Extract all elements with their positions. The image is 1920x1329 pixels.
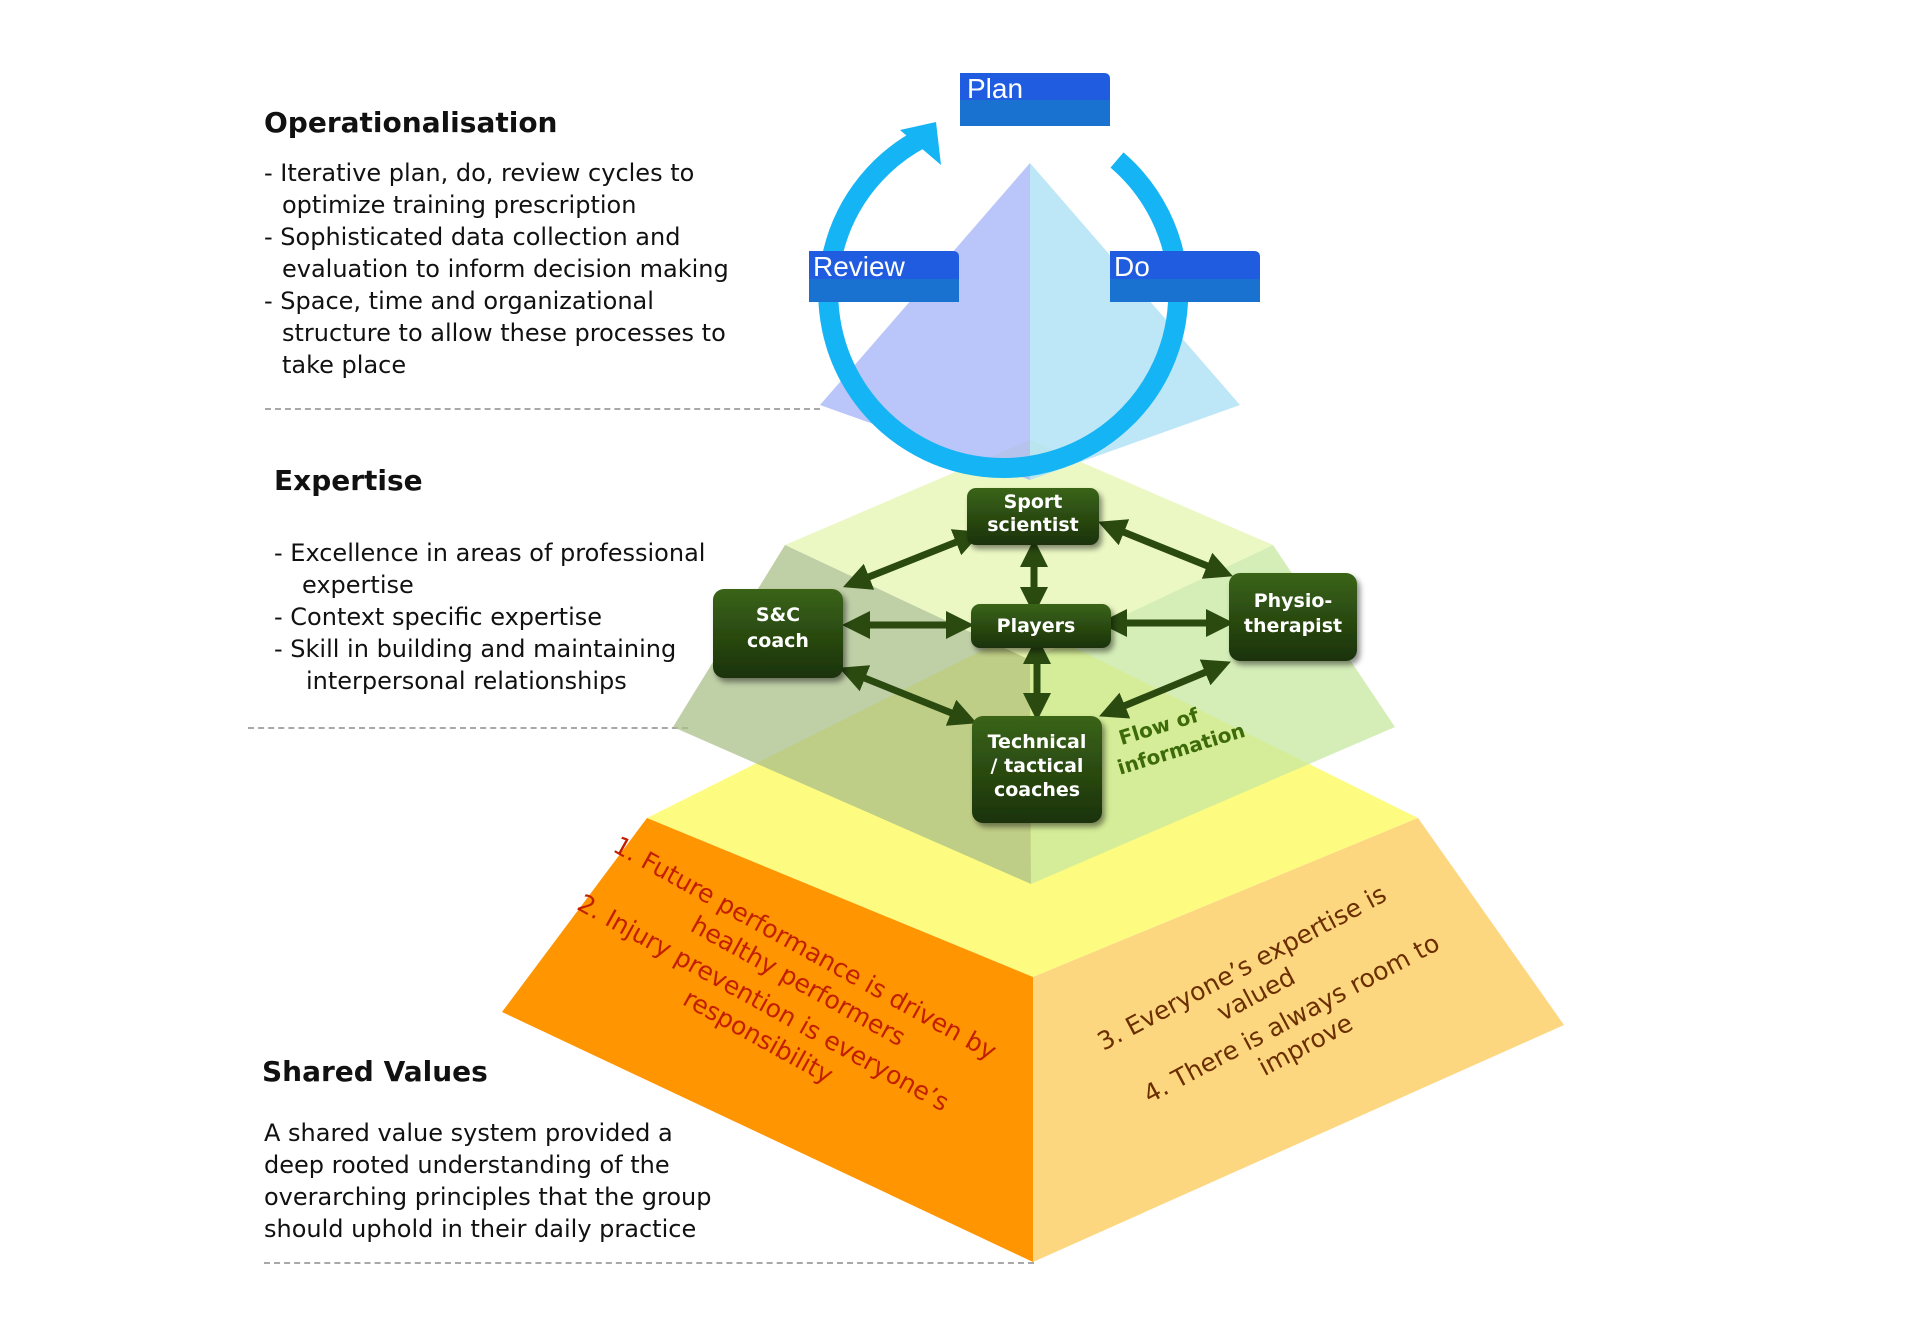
node-players — [971, 604, 1111, 648]
node-technical — [972, 716, 1102, 823]
technical-label-line1: Technical — [988, 731, 1087, 753]
node-labels: Sport scientist Players S&C coach Physio… — [747, 491, 1342, 801]
review-label: Review — [813, 251, 906, 282]
expertise-title: Expertise — [274, 464, 423, 497]
list-item: - Space, time and organizational — [264, 287, 654, 315]
plan-label: Plan — [967, 73, 1023, 104]
shared-values-text: A shared value system provided a deep ro… — [264, 1117, 711, 1245]
base-left-face — [502, 818, 1033, 1262]
shared-values-line: deep rooted understanding of the — [264, 1151, 670, 1179]
cycle-label-review: Review — [809, 251, 959, 302]
node-sport-scientist — [967, 488, 1099, 545]
list-item: - Sophisticated data collection and — [264, 223, 681, 251]
list-item-continuation: evaluation to inform decision making — [282, 255, 729, 283]
role-nodes — [713, 488, 1357, 823]
list-item: - Excellence in areas of professional — [274, 539, 706, 567]
sport-scientist-label-line1: Sport — [1004, 491, 1063, 513]
physio-label-line1: Physio- — [1254, 590, 1333, 612]
arrow-sc-technical — [839, 665, 977, 726]
list-item-continuation: structure to allow these processes to — [282, 319, 726, 347]
arrow-physio-technical — [1099, 659, 1231, 719]
operationalisation-list: - Iterative plan, do, review cycles to o… — [264, 157, 729, 381]
operationalisation-title: Operationalisation — [264, 106, 558, 139]
shared-values-divider — [264, 1262, 1034, 1264]
shared-values-line: A shared value system provided a — [264, 1119, 673, 1147]
base-right-face — [1033, 818, 1564, 1262]
shared-values-title: Shared Values — [262, 1055, 488, 1088]
expertise-list: - Excellence in areas of professional ex… — [274, 537, 705, 697]
shared-values-line: should uphold in their daily practice — [264, 1215, 697, 1243]
technical-label-line3: coaches — [994, 779, 1080, 801]
list-item-continuation: interpersonal relationships — [306, 667, 627, 695]
list-item-continuation: optimize training prescription — [282, 191, 637, 219]
cycle-arrowhead-icon — [900, 122, 941, 165]
node-sc-coach — [713, 589, 843, 678]
do-label: Do — [1114, 251, 1150, 282]
flow-arrows — [839, 519, 1234, 726]
sc-coach-label-line2: coach — [747, 630, 809, 652]
arrow-sport-physio — [1098, 519, 1233, 579]
expertise-divider — [248, 727, 688, 729]
arrow-sport-sc — [842, 529, 983, 590]
players-label: Players — [997, 615, 1076, 637]
list-item: - Skill in building and maintaining — [274, 635, 677, 663]
shared-values-line: overarching principles that the group — [264, 1183, 712, 1211]
sc-coach-label-line1: S&C — [756, 604, 800, 626]
cycle-label-plan: Plan — [960, 73, 1110, 126]
list-item: - Iterative plan, do, review cycles to — [264, 159, 695, 187]
operationalisation-divider — [265, 408, 820, 410]
list-item: - Context specific expertise — [274, 603, 603, 631]
top-right-face — [1030, 163, 1240, 480]
cycle-label-do: Do — [1110, 251, 1260, 302]
sport-scientist-label-line2: scientist — [987, 514, 1078, 536]
node-physio — [1229, 573, 1357, 661]
list-item-continuation: expertise — [302, 571, 414, 599]
list-item-continuation: take place — [282, 351, 407, 379]
technical-label-line2: / tactical — [991, 755, 1084, 777]
physio-label-line2: therapist — [1244, 615, 1342, 637]
